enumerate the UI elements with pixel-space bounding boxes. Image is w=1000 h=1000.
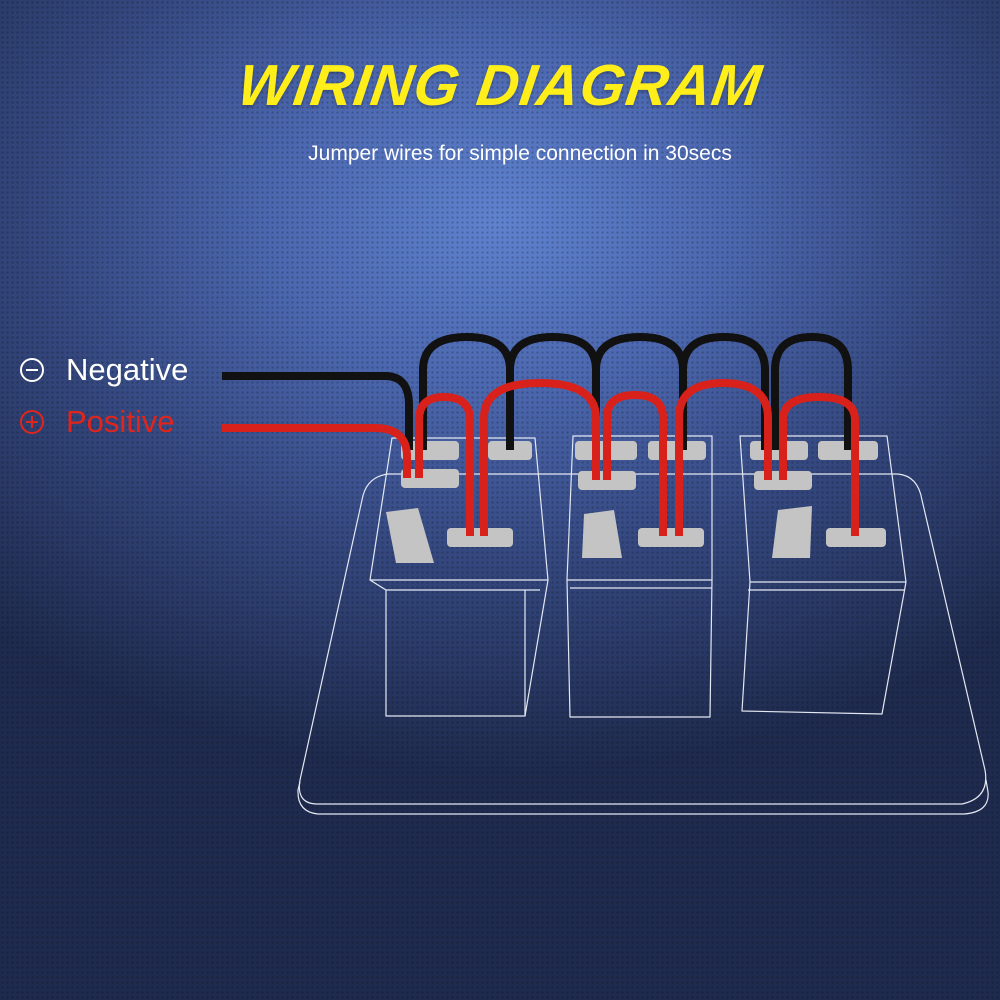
lamp-terminal (772, 506, 812, 558)
positive-jumper-5 (779, 393, 859, 536)
negative-lead-wire (222, 372, 413, 450)
positive-wires (222, 379, 859, 536)
minus-circle-icon (20, 358, 44, 382)
terminal (818, 441, 878, 460)
positive-lead-wire (222, 424, 411, 478)
switch-panel (297, 435, 989, 815)
terminal (638, 528, 704, 547)
positive-jumper-1 (415, 393, 474, 536)
positive-jumper-2 (480, 379, 600, 536)
page-subtitle: Jumper wires for simple connection in 30… (308, 142, 732, 165)
legend-positive-label: Positive (66, 404, 175, 439)
plus-circle-icon (20, 410, 44, 434)
positive-jumper-3 (603, 391, 667, 536)
panel-plate (298, 473, 987, 805)
legend-positive: Positive (20, 404, 175, 440)
terminal (488, 441, 532, 460)
negative-wires (222, 333, 852, 450)
terminal (826, 528, 886, 547)
positive-jumper-4 (675, 379, 772, 536)
legend-negative: Negative (20, 352, 188, 388)
lamp-terminal (386, 508, 434, 563)
negative-jumper-5 (771, 333, 852, 450)
rocker-switch-1 (369, 437, 549, 717)
legend-negative-label: Negative (66, 352, 189, 387)
panel-plate-edge (297, 779, 989, 815)
lamp-terminal (582, 510, 622, 558)
negative-jumper-4 (679, 333, 769, 450)
rocker-switch-2 (566, 435, 713, 718)
terminal (447, 528, 513, 547)
